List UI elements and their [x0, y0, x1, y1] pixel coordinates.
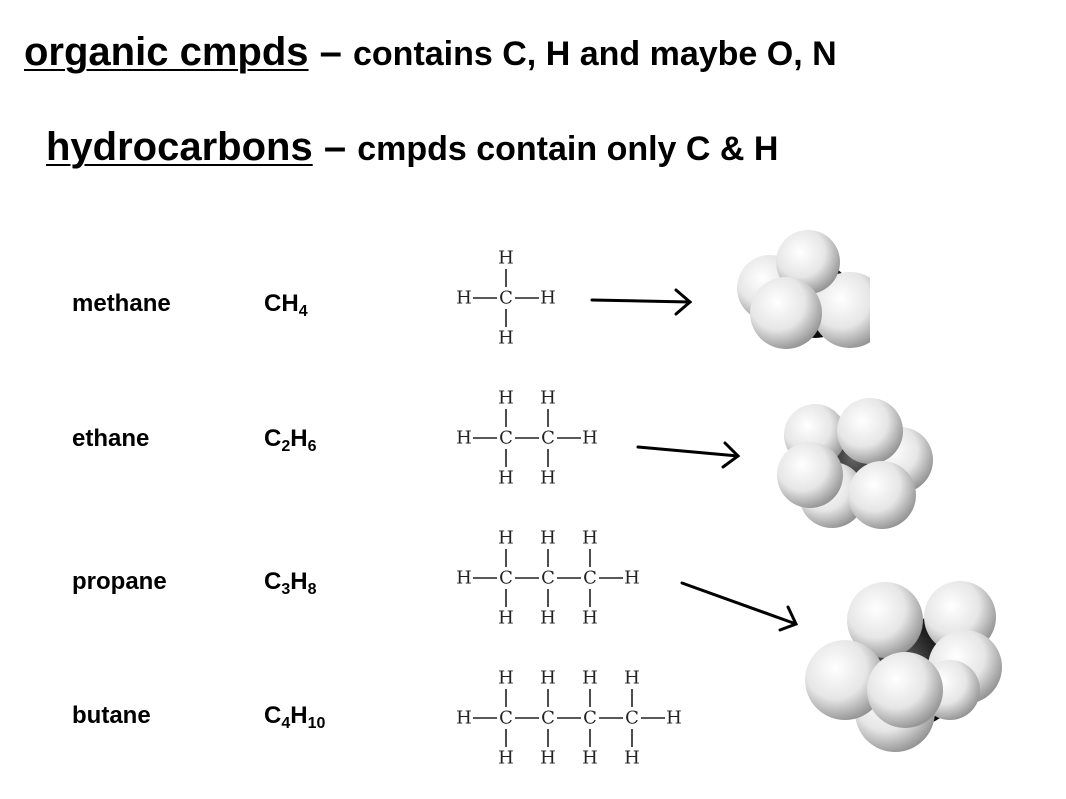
- carbon-atom: C: [625, 708, 639, 729]
- hydrogen-atom: H: [666, 708, 682, 729]
- hydrogen-atom: H: [582, 748, 598, 769]
- carbon-atom: C: [499, 568, 513, 589]
- hydrogen-atom: H: [540, 608, 556, 629]
- carbon-atom: C: [541, 568, 555, 589]
- term-hydrocarbons: hydrocarbons: [46, 125, 313, 169]
- formula-h-sub: 8: [307, 581, 317, 598]
- hydrogen-atom: H: [498, 468, 514, 489]
- compound-name-propane: propane: [72, 568, 167, 595]
- hydrogen-atom: H: [456, 568, 472, 589]
- hydrogen-atom: H: [582, 668, 598, 689]
- formula-h: H: [281, 290, 299, 317]
- compound-name-methane: methane: [72, 290, 171, 317]
- dash: –: [308, 30, 353, 74]
- hydrogen-atom: H: [498, 388, 514, 409]
- carbon-atom: C: [541, 708, 555, 729]
- definition-text: cmpds contain only C & H: [357, 130, 779, 168]
- hydrogen-atom: H: [498, 528, 514, 549]
- hydrogen-atom: H: [582, 528, 598, 549]
- compound-name-butane: butane: [72, 702, 151, 729]
- space-filling-model-methane: [737, 230, 870, 349]
- hydrogen-atom: H: [456, 288, 472, 309]
- formula-butane: C4H10: [264, 702, 326, 732]
- space-filling-model-propane: [805, 581, 1002, 752]
- formula-propane: C3H8: [264, 568, 317, 598]
- carbon-atom: C: [583, 708, 597, 729]
- carbon-atom: C: [499, 288, 513, 309]
- dash: –: [312, 125, 358, 169]
- formula-c-sub: 4: [281, 715, 291, 732]
- carbon-atom: C: [499, 428, 513, 449]
- hydrogen-atom: H: [498, 748, 514, 769]
- carbon-atom: C: [541, 428, 555, 449]
- formula-h-sub: 6: [307, 438, 317, 455]
- hydrogen-atom: H: [540, 468, 556, 489]
- formula-methane: CH4: [264, 290, 308, 320]
- hydrogen-atom: H: [582, 608, 598, 629]
- formula-c: C: [264, 425, 282, 452]
- formula-c: C: [264, 568, 282, 595]
- hydrogen-atom: H: [624, 568, 640, 589]
- carbon-atom: C: [583, 568, 597, 589]
- definition-text: contains C, H and maybe O, N: [353, 35, 837, 73]
- hydrogen-atom: H: [540, 748, 556, 769]
- space-filling-model-ethane: [777, 398, 933, 529]
- hydrogen-atom: H: [624, 748, 640, 769]
- hydrogen-atom: H: [540, 288, 556, 309]
- hydrogen-atom: H: [624, 668, 640, 689]
- formula-h-sub: 10: [307, 715, 326, 732]
- formula-c: C: [264, 702, 282, 729]
- hydrogen-atom: H: [498, 248, 514, 269]
- formula-ethane: C2H6: [264, 425, 317, 455]
- hydrogen-atom: H: [498, 328, 514, 349]
- hydrogen-atom: H: [540, 668, 556, 689]
- hydrogen-atom: H: [456, 708, 472, 729]
- definition-organic-compounds: organic cmpds – contains C, H and maybe …: [24, 30, 837, 75]
- hydrogen-atom: H: [498, 608, 514, 629]
- hydrogen-atom: H: [456, 428, 472, 449]
- carbon-atom: C: [499, 708, 513, 729]
- compound-name-ethane: ethane: [72, 425, 150, 452]
- hydrogen-atom: H: [582, 428, 598, 449]
- formula-h: H: [290, 568, 308, 595]
- term-organic-cmpds: organic cmpds: [24, 30, 309, 74]
- formula-c-sub: 3: [281, 581, 291, 598]
- formula-h: H: [290, 425, 308, 452]
- formula-h: H: [290, 702, 308, 729]
- formula-c-sub: 2: [281, 438, 291, 455]
- hydrogen-atom: H: [540, 528, 556, 549]
- hydrogen-atom: H: [498, 668, 514, 689]
- formula-c: C: [264, 290, 282, 317]
- definition-hydrocarbons: hydrocarbons – cmpds contain only C & H: [46, 125, 778, 170]
- formula-h-sub: 4: [298, 303, 308, 320]
- hydrogen-atom: H: [540, 388, 556, 409]
